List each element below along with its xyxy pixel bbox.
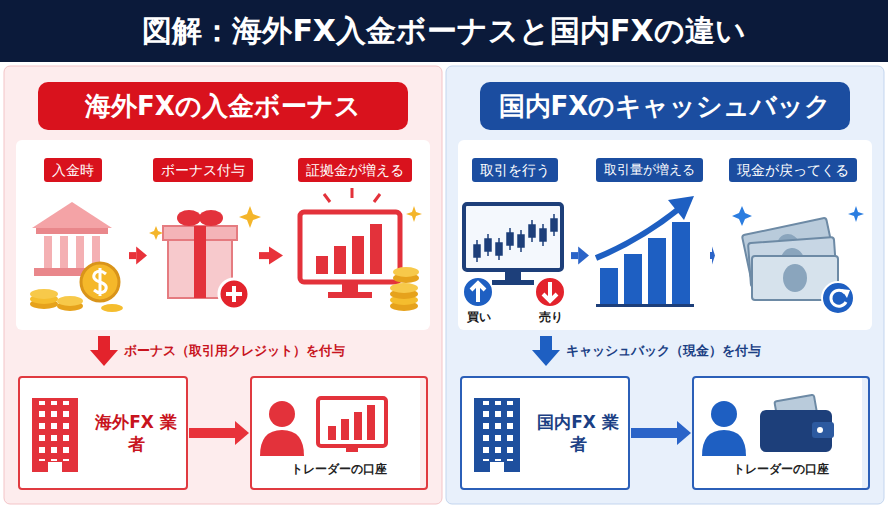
step-column: ボーナス付与: [148, 150, 258, 326]
box: 海外FX 業者: [18, 376, 188, 490]
step-label: 現金が戻ってくる: [729, 158, 857, 182]
step-column: 入金時: [18, 150, 128, 326]
flow-arrow: [631, 421, 691, 445]
account-label: トレーダーの口座: [252, 462, 426, 477]
panel: 国内FXのキャッシュバック取引を行う 取引量が増える 現金が戻ってくる国内FX 業者…: [446, 66, 884, 504]
step-label: ボーナス付与: [153, 158, 253, 182]
flow-arrow: [571, 247, 589, 265]
arrow-label: キャッシュバック（現金）を付与: [566, 342, 761, 360]
step-column: 取引量が増える: [590, 150, 709, 326]
step-label: 取引量が増える: [596, 158, 703, 182]
box: 国内FX 業者: [460, 376, 630, 490]
flow-arrow: [259, 247, 283, 265]
button-label: 買い: [467, 309, 491, 326]
panel-header: 海外FXの入金ボーナス: [38, 82, 408, 130]
panel-header: 国内FXのキャッシュバック: [480, 82, 850, 130]
company-label: 海外FX 業者: [88, 378, 184, 488]
account-label: トレーダーの口座: [694, 462, 868, 477]
arrow-label: ボーナス（取引用クレジット）を付与: [124, 342, 345, 360]
title: 図解：海外FX入金ボーナスと国内FXの違い: [0, 0, 888, 62]
flow-arrow: [710, 247, 715, 265]
button-label: 売り: [539, 309, 563, 326]
box: トレーダーの口座: [692, 376, 870, 490]
flow-arrow: [129, 247, 147, 265]
step-column: 取引を行う: [460, 150, 570, 326]
flow-arrow: [189, 421, 249, 445]
panel: 海外FXの入金ボーナス入金時 ボーナス付与 証拠金が増える海外FX 業者トレーダーの…: [4, 66, 442, 504]
company-label: 国内FX 業者: [530, 378, 626, 488]
step-label: 取引を行う: [472, 158, 558, 182]
step-label: 入金時: [44, 158, 102, 182]
step-column: 証拠金が増える: [284, 150, 426, 326]
step-column: 現金が戻ってくる: [716, 150, 870, 326]
box: トレーダーの口座: [250, 376, 428, 490]
step-label: 証拠金が増える: [298, 158, 412, 182]
